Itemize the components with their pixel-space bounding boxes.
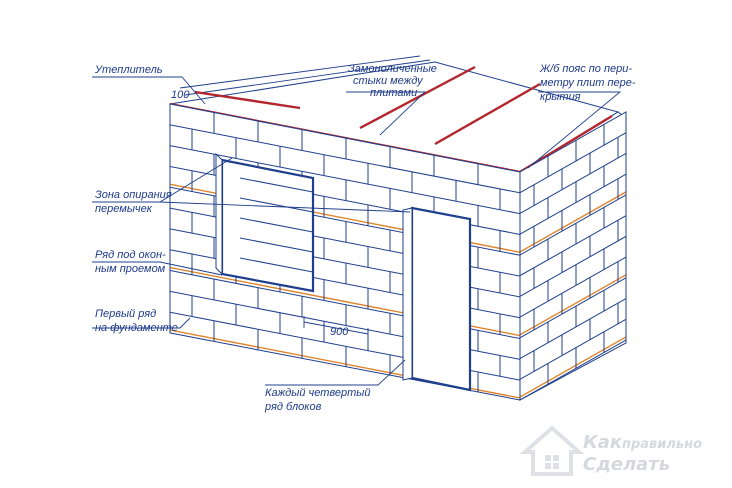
side-wall <box>520 112 626 400</box>
window-back-joint <box>239 217 314 233</box>
slab-joint-mid-2 <box>434 82 541 146</box>
label-insulation-dim: 100 <box>171 89 190 101</box>
side-rebar-line <box>520 274 626 336</box>
side-rebar-line <box>520 336 626 398</box>
leader-lines <box>92 76 622 386</box>
window-back-joint <box>239 257 314 273</box>
window-opening <box>215 152 315 293</box>
side-bed-joint <box>520 153 626 214</box>
side-bed-joint <box>520 194 626 256</box>
block-dim-label: 900 <box>330 326 349 338</box>
insulation-line-2 <box>184 59 431 96</box>
watermark-line1: Как <box>583 432 623 453</box>
label-first-row-1: Первый ряд <box>95 308 156 320</box>
house-logo-icon <box>519 425 585 476</box>
side-bed-joint <box>520 298 626 359</box>
side-wall-outline <box>519 111 627 401</box>
label-monolithic-joints-3: плитами <box>370 87 417 99</box>
side-bed-joint <box>520 173 626 235</box>
label-rc-belt-3: крытия <box>540 91 581 103</box>
label-under-window-2: ным проемом <box>95 263 166 275</box>
side-bed-joint <box>520 256 626 318</box>
front-bed-joint <box>170 145 520 215</box>
side-bed-joint <box>520 215 626 277</box>
slab-joint-side <box>519 114 613 174</box>
side-bed-joint <box>520 235 626 297</box>
window-back-joint <box>239 197 314 213</box>
watermark-line2: Сделать <box>583 454 670 475</box>
side-bed-joint <box>520 132 626 194</box>
side-bed-joint <box>520 277 626 339</box>
slab-joint-mid-1 <box>359 65 476 130</box>
window-back-joint <box>239 177 314 193</box>
label-every-fourth-2: ряд блоков <box>264 401 322 413</box>
label-monolithic-joints-1: Замоноличенные <box>348 63 437 75</box>
label-lintel-zone-2: перемычек <box>95 203 153 215</box>
insulation-line <box>179 55 421 89</box>
label-insulation: Утеплитель <box>94 64 163 76</box>
slab-joint-back <box>194 90 301 110</box>
label-every-fourth-1: Каждый четвертый <box>265 387 370 399</box>
label-monolithic-joints-2: стыки между <box>353 75 424 87</box>
window-back-joint <box>239 237 314 253</box>
label-rc-belt-1: Ж/б пояс по пери- <box>539 63 632 75</box>
side-bed-joint <box>520 318 626 380</box>
watermark: Как правильно Сделать <box>519 425 702 476</box>
label-rc-belt-2: метру плит пере- <box>540 77 636 89</box>
front-bed-joint <box>170 124 520 194</box>
label-lintel-zone-1: Зона опирания <box>95 189 172 201</box>
block-dimension <box>303 316 369 340</box>
label-first-row-2: на фундаменте <box>95 322 178 334</box>
watermark-line1b: правильно <box>622 437 702 452</box>
side-rebar-line <box>520 191 626 253</box>
door-opening <box>402 206 472 392</box>
label-under-window-1: Ряд под окон- <box>95 249 166 261</box>
